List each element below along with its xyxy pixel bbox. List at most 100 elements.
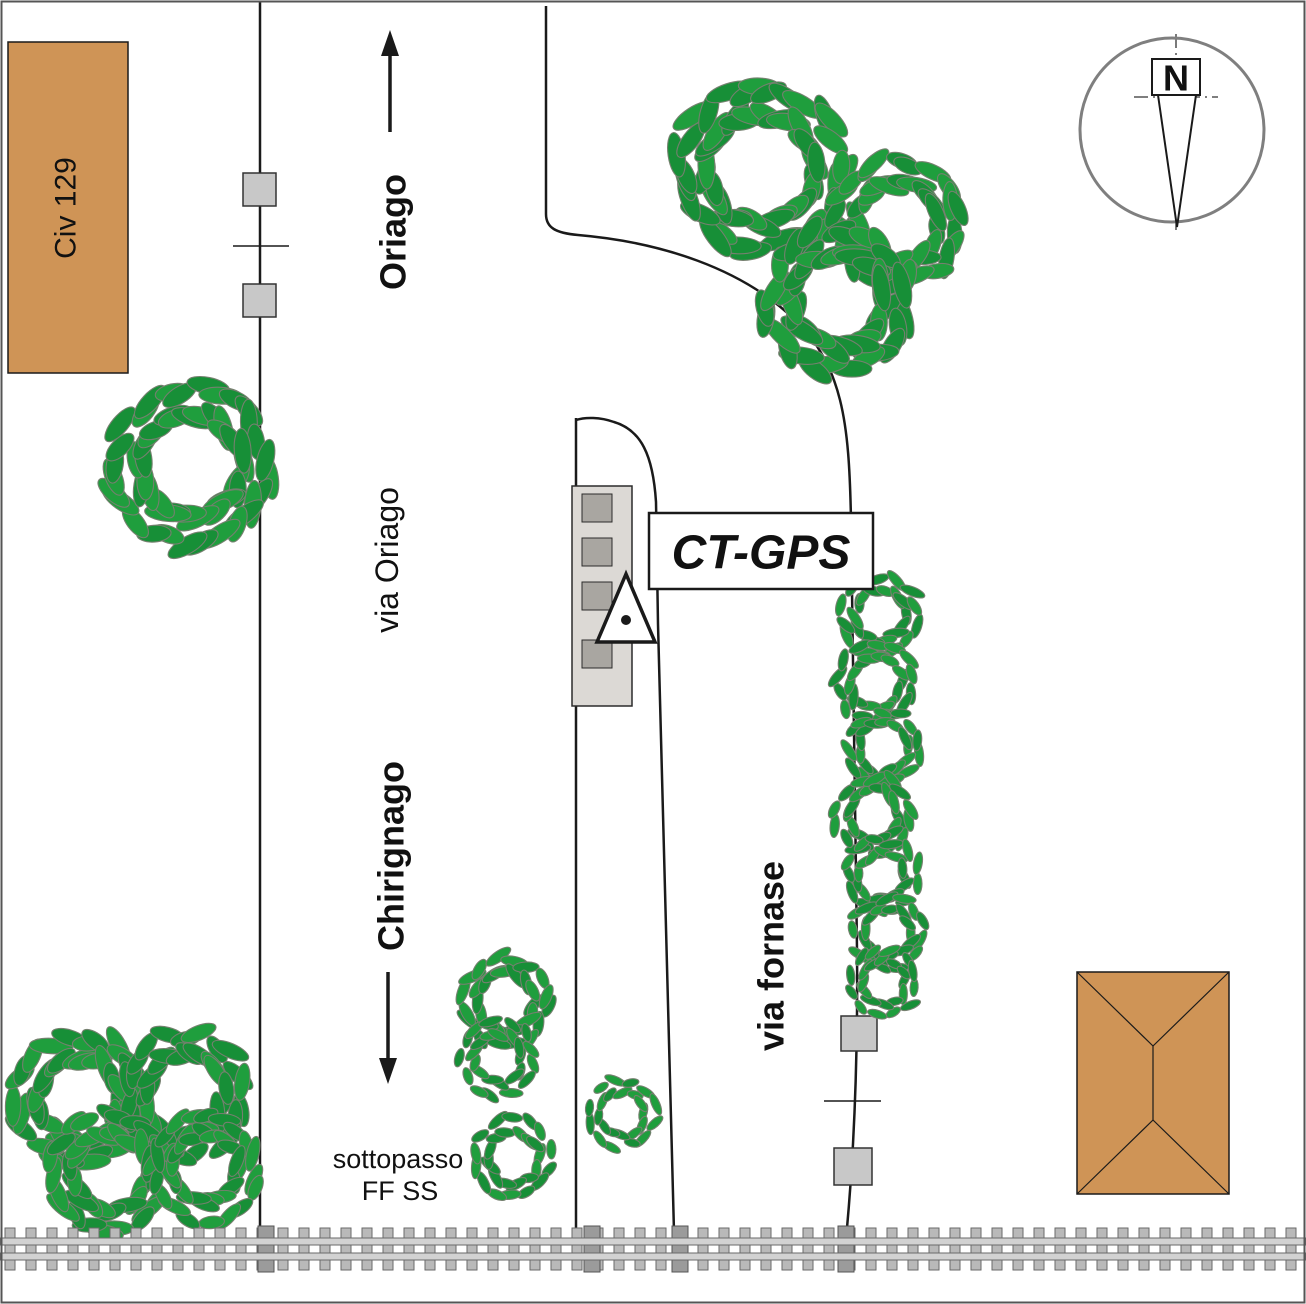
tree-leaf (846, 606, 864, 630)
railway-tie (1138, 1227, 1150, 1271)
tree-leaf (916, 911, 930, 931)
tree-leaf (912, 872, 923, 896)
tree-leaf (899, 649, 919, 669)
railway-tie (277, 1227, 289, 1271)
tree-leaf (796, 215, 823, 249)
railway-tie (571, 1227, 583, 1271)
tree-leaf (878, 944, 901, 958)
tree-leaf (633, 1094, 648, 1113)
railway-tie (235, 1227, 247, 1271)
railway-tie (613, 1227, 625, 1271)
station-windows (581, 493, 613, 669)
railway-tie (739, 1227, 751, 1271)
railway-tie (361, 1227, 373, 1271)
tree-leaf (228, 1145, 246, 1178)
railway-crossing-tie (257, 1225, 275, 1273)
railway-crossing-tie (837, 1225, 855, 1273)
tree-leaf (4, 1085, 22, 1127)
tree-leaf (255, 438, 276, 482)
compass-north-label: N (1163, 58, 1189, 99)
fornase-signals (824, 1015, 881, 1186)
tree-leaf (478, 1015, 503, 1028)
railway-tie (25, 1227, 37, 1271)
tree-leaf (891, 261, 913, 309)
tree-leaf (471, 1129, 490, 1143)
tree-leaf (453, 1048, 465, 1068)
railway-tie (991, 1227, 1003, 1271)
tree-leaf (899, 584, 926, 599)
tree-leaf (807, 141, 826, 183)
railway-tie (655, 1227, 667, 1271)
tree-leaf (233, 1062, 251, 1101)
tree-leaf (525, 979, 541, 1002)
tree-leaf (623, 1138, 641, 1148)
rail-upper (0, 1237, 1306, 1246)
tree-leaf (867, 1008, 888, 1020)
railway-tie (529, 1227, 541, 1271)
civ129-building: Civ 129 (7, 41, 129, 374)
railway-tie (424, 1227, 436, 1271)
railway-tie (319, 1227, 331, 1271)
trees (4, 77, 969, 1241)
railway-tie (130, 1227, 142, 1271)
tree-leaf (469, 1085, 489, 1098)
railway-tie (1054, 1227, 1066, 1271)
tree-leaf (898, 726, 913, 751)
tree-leaf (180, 1022, 217, 1044)
tree-leaf (840, 828, 854, 849)
tree-leaf (498, 1088, 524, 1098)
tree-leaf (845, 984, 858, 1000)
tree-leaf (912, 851, 924, 876)
railway-track (0, 1225, 1306, 1273)
tree-leaf (104, 406, 136, 443)
chirignago-label: Chirignago (371, 761, 412, 951)
roof-lines (1076, 971, 1230, 1195)
survey-marker-icon (594, 569, 658, 644)
tree-leaf (912, 729, 923, 752)
via-fornase-label: via fornase (751, 861, 792, 1051)
railway-tie (1012, 1227, 1024, 1271)
signal-box-lower (242, 283, 277, 318)
svg-text:FF SS: FF SS (362, 1176, 439, 1206)
tree-leaf (847, 920, 858, 939)
railway-tie (403, 1227, 415, 1271)
tree-leaf (846, 964, 856, 986)
tree-leaf (612, 1086, 633, 1100)
railway-tie (1180, 1227, 1192, 1271)
tree-leaf (890, 708, 912, 719)
railway-tie (1222, 1227, 1234, 1271)
railway-tie (466, 1227, 478, 1271)
civ129-label: Civ 129 (50, 157, 83, 259)
fornase-box-lower (833, 1147, 873, 1186)
railway-tie (298, 1227, 310, 1271)
tree-leaf (584, 1098, 595, 1117)
tree-leaf (827, 800, 841, 819)
ctgps-label-box: CT-GPS (647, 511, 875, 591)
railway-tie (697, 1227, 709, 1271)
railway-tie (949, 1227, 961, 1271)
tree-leaf (233, 427, 252, 474)
tree-leaf (892, 893, 917, 904)
railway-tie (1117, 1227, 1129, 1271)
tree-leaf (947, 190, 969, 227)
tree-leaf (546, 1139, 557, 1160)
railway-tie (634, 1227, 646, 1271)
compass-rose-icon: N (1078, 34, 1266, 232)
railway-tie (928, 1227, 940, 1271)
tree-leaf (871, 264, 892, 312)
fornase-box-upper (840, 1015, 878, 1052)
railway-crossing-tie (583, 1225, 601, 1273)
tree-leaf (526, 1135, 545, 1153)
via-oriago-label: via Oriago (369, 487, 405, 633)
tree-leaf (487, 1028, 509, 1042)
tree-leaf (245, 1135, 261, 1172)
tree-leaf (649, 1093, 663, 1116)
oriago-label: Oriago (373, 174, 414, 290)
tree-leaf (526, 1053, 540, 1074)
tree-leaf (517, 1070, 536, 1089)
tree-leaf (873, 707, 892, 720)
tree-leaf (471, 958, 488, 981)
tree-leaf (906, 596, 923, 616)
